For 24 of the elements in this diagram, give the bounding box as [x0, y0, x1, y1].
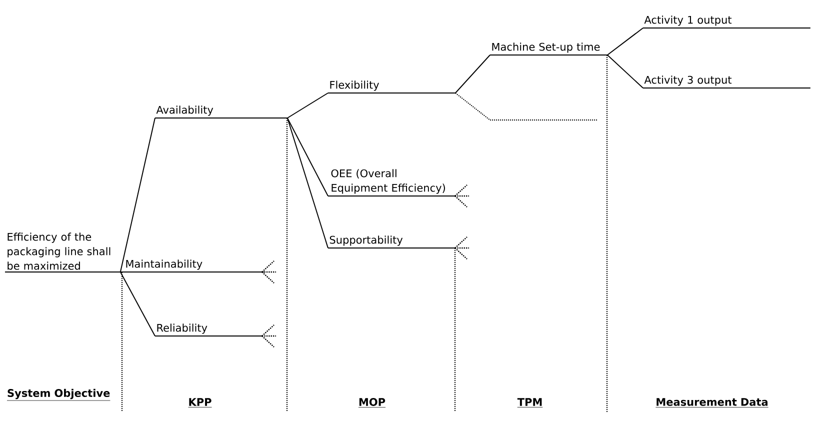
branch-label: Maintainability — [124, 260, 265, 272]
branch-label: Activity 1 output — [642, 16, 811, 28]
column-heading: MOP — [358, 398, 386, 408]
branch-label: OEE (Overall Equipment Efficiency) — [328, 169, 456, 196]
column-heading: Measurement Data — [655, 398, 769, 408]
branch-label: Efficiency of the packaging line shall be maximized — [4, 232, 121, 272]
branch-label: Supportability — [328, 236, 456, 248]
branch-line — [286, 92, 328, 118]
branch-line — [286, 118, 328, 196]
branch-label: Machine Set-up time — [490, 42, 608, 56]
column-heading: KPP — [188, 398, 212, 408]
branch-line — [120, 118, 156, 272]
column-heading: System Objective — [6, 388, 110, 401]
branch-line — [120, 272, 156, 336]
branch-line — [606, 54, 644, 88]
branch-label: Activity 3 output — [642, 76, 811, 88]
branch-label: Flexibility — [328, 80, 456, 94]
branch-line — [286, 118, 328, 248]
branch-line — [606, 28, 644, 56]
column-heading: TPM — [517, 398, 543, 408]
branch-line — [454, 92, 490, 120]
branch-label: Reliability — [154, 324, 263, 336]
branch-line — [454, 54, 490, 94]
branch-label: Availability — [154, 106, 288, 118]
